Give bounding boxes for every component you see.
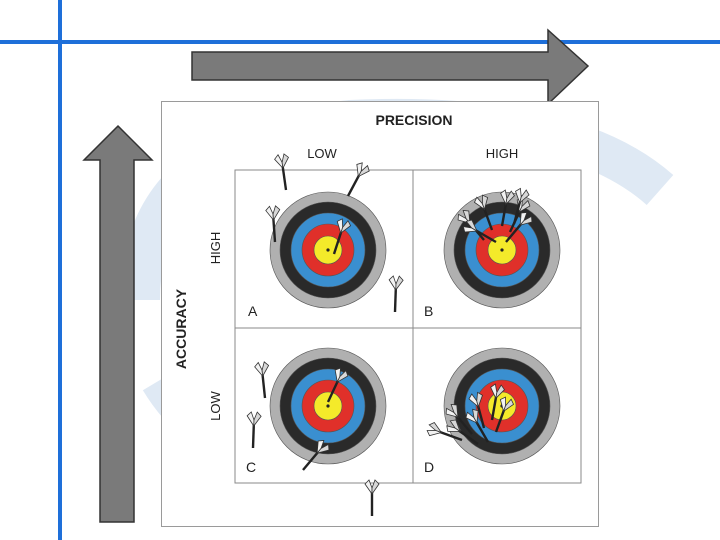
accuracy-high-label: HIGH bbox=[208, 232, 223, 265]
dart bbox=[512, 187, 530, 225]
quadrant-b-letter: B bbox=[424, 303, 433, 319]
accuracy-label: ACCURACY bbox=[173, 288, 189, 369]
quadrant-a-letter: A bbox=[248, 303, 258, 319]
accuracy-low-label: LOW bbox=[208, 390, 223, 420]
dart bbox=[302, 440, 330, 471]
dart bbox=[274, 153, 289, 191]
slide-vertical-rule bbox=[58, 0, 62, 540]
target-a bbox=[269, 191, 387, 309]
dart bbox=[500, 189, 515, 227]
dart bbox=[265, 205, 281, 243]
target-d bbox=[443, 347, 561, 465]
target-c bbox=[269, 347, 387, 465]
dart bbox=[388, 275, 404, 313]
dart bbox=[490, 383, 505, 421]
quadrant-grid bbox=[234, 169, 582, 484]
slide-horizontal-rule bbox=[0, 40, 720, 44]
precision-low-label: LOW bbox=[307, 146, 337, 161]
dart bbox=[473, 194, 494, 231]
dart bbox=[465, 408, 490, 443]
dart bbox=[494, 396, 515, 433]
dart bbox=[326, 367, 349, 403]
dart bbox=[332, 218, 352, 255]
dart bbox=[468, 391, 486, 429]
darts-group bbox=[246, 153, 533, 516]
precision-title: PRECISION bbox=[375, 112, 452, 128]
dart bbox=[346, 162, 370, 197]
quadrant-c-letter: C bbox=[246, 459, 256, 475]
precision-arrow bbox=[191, 28, 590, 106]
precision-high-label: HIGH bbox=[486, 146, 519, 161]
quadrant-d-letter: D bbox=[424, 459, 434, 475]
target-b bbox=[443, 191, 561, 309]
dart bbox=[446, 419, 479, 445]
accuracy-arrow bbox=[82, 124, 154, 523]
dart bbox=[254, 361, 270, 399]
dart bbox=[364, 479, 380, 516]
dart bbox=[505, 212, 533, 243]
dart bbox=[426, 421, 463, 442]
precision-accuracy-panel: PRECISION LOW HIGH ACCURACY HIGH LOW A B… bbox=[161, 101, 599, 527]
dart bbox=[462, 219, 497, 244]
dart bbox=[246, 411, 262, 449]
dart bbox=[445, 404, 473, 435]
